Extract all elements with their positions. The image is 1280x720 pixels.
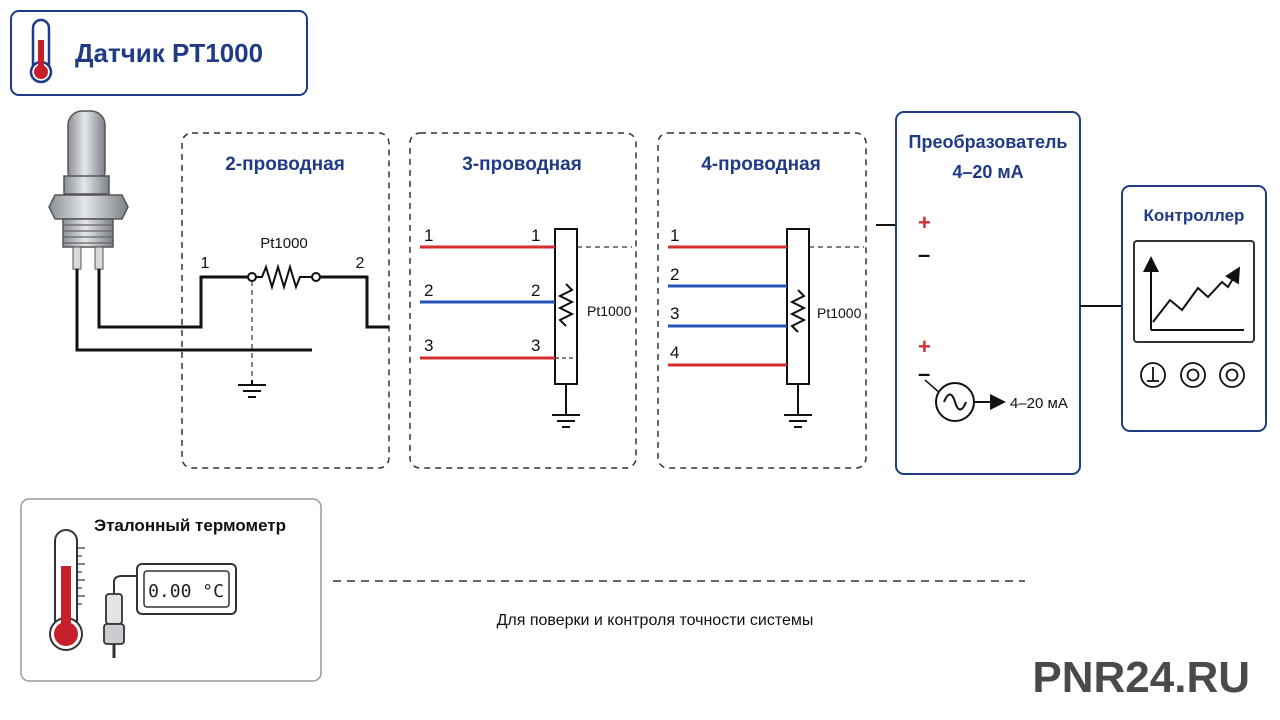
converter-output-plus: + xyxy=(918,334,931,359)
three-wire-right-1: 1 xyxy=(531,226,540,245)
four-wire-number-3: 3 xyxy=(670,304,679,323)
three-wire-title: 3-проводная xyxy=(462,154,582,175)
page-title: Датчик PT1000 xyxy=(75,38,263,68)
controller-title: Контроллер xyxy=(1144,206,1245,225)
three-wire-left-1: 1 xyxy=(424,226,433,245)
four-wire-section: 4-проводная Pt1000 1 2 3 4 xyxy=(657,132,867,469)
converter-output-label: 4–20 мА xyxy=(1010,395,1068,412)
header-box: Датчик PT1000 xyxy=(10,10,308,96)
thermometer-icon xyxy=(29,18,53,84)
three-wire-section: 3-проводная Pt1000 1 2 3 1 2 3 xyxy=(409,132,637,469)
ac-source-icon xyxy=(935,382,975,422)
controller-box: Контроллер xyxy=(1121,185,1267,432)
ground-icon xyxy=(238,380,266,398)
ground-icon xyxy=(784,384,812,428)
thermometer-icon xyxy=(49,529,85,651)
four-wire-resistor xyxy=(789,289,807,333)
four-wire-number-4: 4 xyxy=(670,343,679,362)
three-wire-resistor-label: Pt1000 xyxy=(587,303,632,319)
reference-display-value: 0.00 °C xyxy=(148,581,224,602)
reference-title: Эталонный термометр xyxy=(94,516,286,535)
three-wire-resistor xyxy=(557,283,575,327)
chart-icon xyxy=(1143,256,1244,331)
converter-input-minus: – xyxy=(918,242,930,267)
two-wire-terminal-1: 1 xyxy=(201,255,210,272)
three-wire-right-3: 3 xyxy=(531,336,540,355)
two-wire-resistor-label: Pt1000 xyxy=(260,235,308,252)
footer-note: Для поверки и контроля точности системы xyxy=(497,612,814,629)
converter-output-minus: – xyxy=(918,361,930,386)
converter-title-line1: Преобразователь xyxy=(909,132,1068,152)
three-wire-left-2: 2 xyxy=(424,281,433,300)
two-wire-title: 2-проводная xyxy=(225,154,345,175)
two-wire-resistor xyxy=(256,263,312,291)
two-wire-section: 2-проводная Pt1000 1 2 xyxy=(181,132,390,469)
two-wire-terminal-2: 2 xyxy=(356,255,365,272)
three-wire-right-2: 2 xyxy=(531,281,540,300)
controller-button-down[interactable] xyxy=(1140,362,1166,388)
watermark: PNR24.RU xyxy=(1032,653,1250,702)
four-wire-resistor-label: Pt1000 xyxy=(817,305,862,321)
sensor-wires xyxy=(75,269,312,352)
controller-button-3[interactable] xyxy=(1219,362,1245,388)
four-wire-number-2: 2 xyxy=(670,265,679,284)
reference-display: 0.00 °C xyxy=(136,563,237,615)
controller-button-2[interactable] xyxy=(1180,362,1206,388)
converter-input-plus: + xyxy=(918,210,931,235)
converter-box: Преобразователь 4–20 мА + – + – 4–20 мА xyxy=(895,111,1081,475)
converter-title-line2: 4–20 мА xyxy=(952,162,1023,182)
four-wire-title: 4-проводная xyxy=(701,154,821,175)
pt1000-sensor xyxy=(48,110,129,270)
reference-thermometer-box: Эталонный термометр xyxy=(20,498,322,682)
four-wire-number-1: 1 xyxy=(670,226,679,245)
three-wire-left-3: 3 xyxy=(424,336,433,355)
probe-icon xyxy=(103,575,140,658)
ground-icon xyxy=(552,384,580,428)
